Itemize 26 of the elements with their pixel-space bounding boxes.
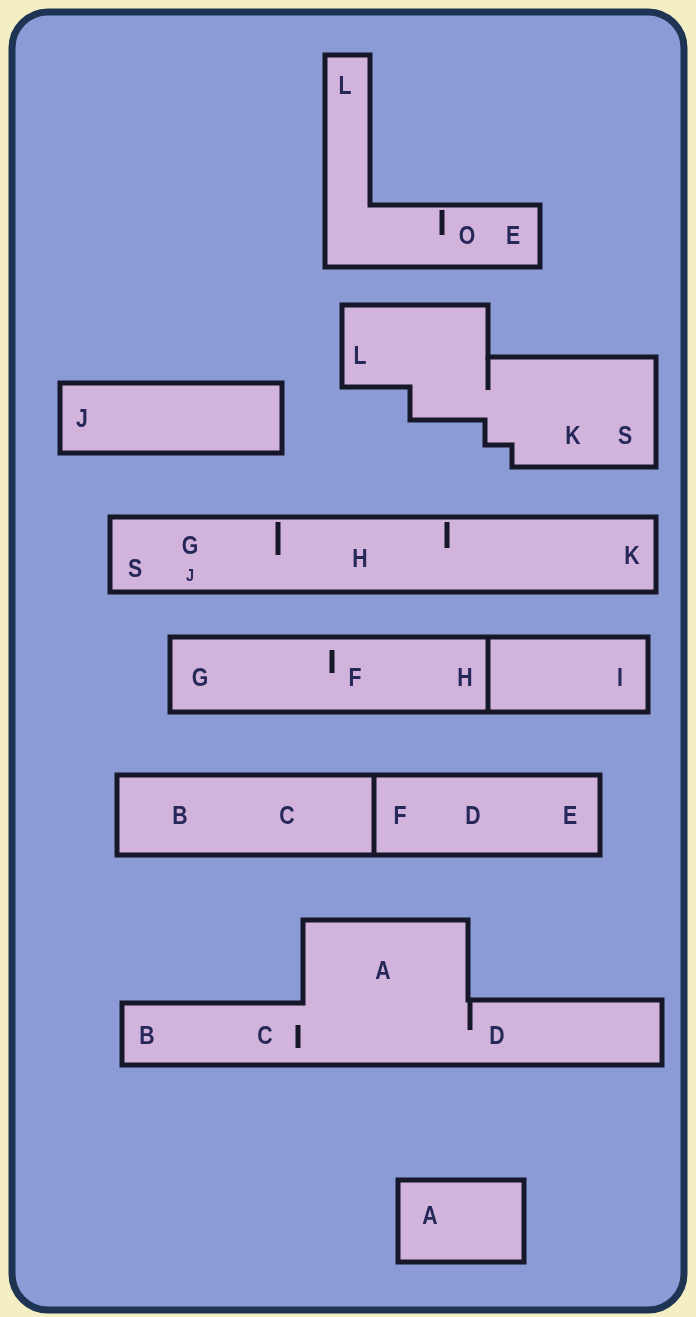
- letter-label: A: [422, 1202, 438, 1228]
- letter-label: H: [352, 545, 368, 571]
- letter-label: E: [562, 802, 578, 828]
- letter-label: J: [76, 405, 88, 431]
- letter-label: L: [353, 342, 367, 368]
- letter-label: G: [191, 664, 209, 690]
- letter-label: K: [624, 542, 640, 568]
- letter-label: K: [565, 422, 581, 448]
- letter-label: A: [375, 957, 391, 983]
- letter-label: B: [172, 802, 188, 828]
- letter-label: S: [617, 422, 633, 448]
- letter-label: S: [127, 555, 143, 581]
- letter-label: F: [393, 802, 407, 828]
- letter-label: D: [489, 1022, 505, 1048]
- letter-label: D: [465, 802, 481, 828]
- letter-label: B: [139, 1022, 155, 1048]
- letter-label: C: [279, 802, 295, 828]
- letter-label: O: [458, 222, 476, 248]
- letter-label: C: [257, 1022, 273, 1048]
- letter-label: E: [505, 222, 521, 248]
- letter-label: L: [338, 72, 352, 98]
- letter-label: G: [181, 532, 199, 558]
- letter-label: J: [186, 566, 194, 584]
- letter-label: H: [457, 664, 473, 690]
- letter-label: F: [348, 664, 362, 690]
- letter-label: I: [617, 664, 623, 690]
